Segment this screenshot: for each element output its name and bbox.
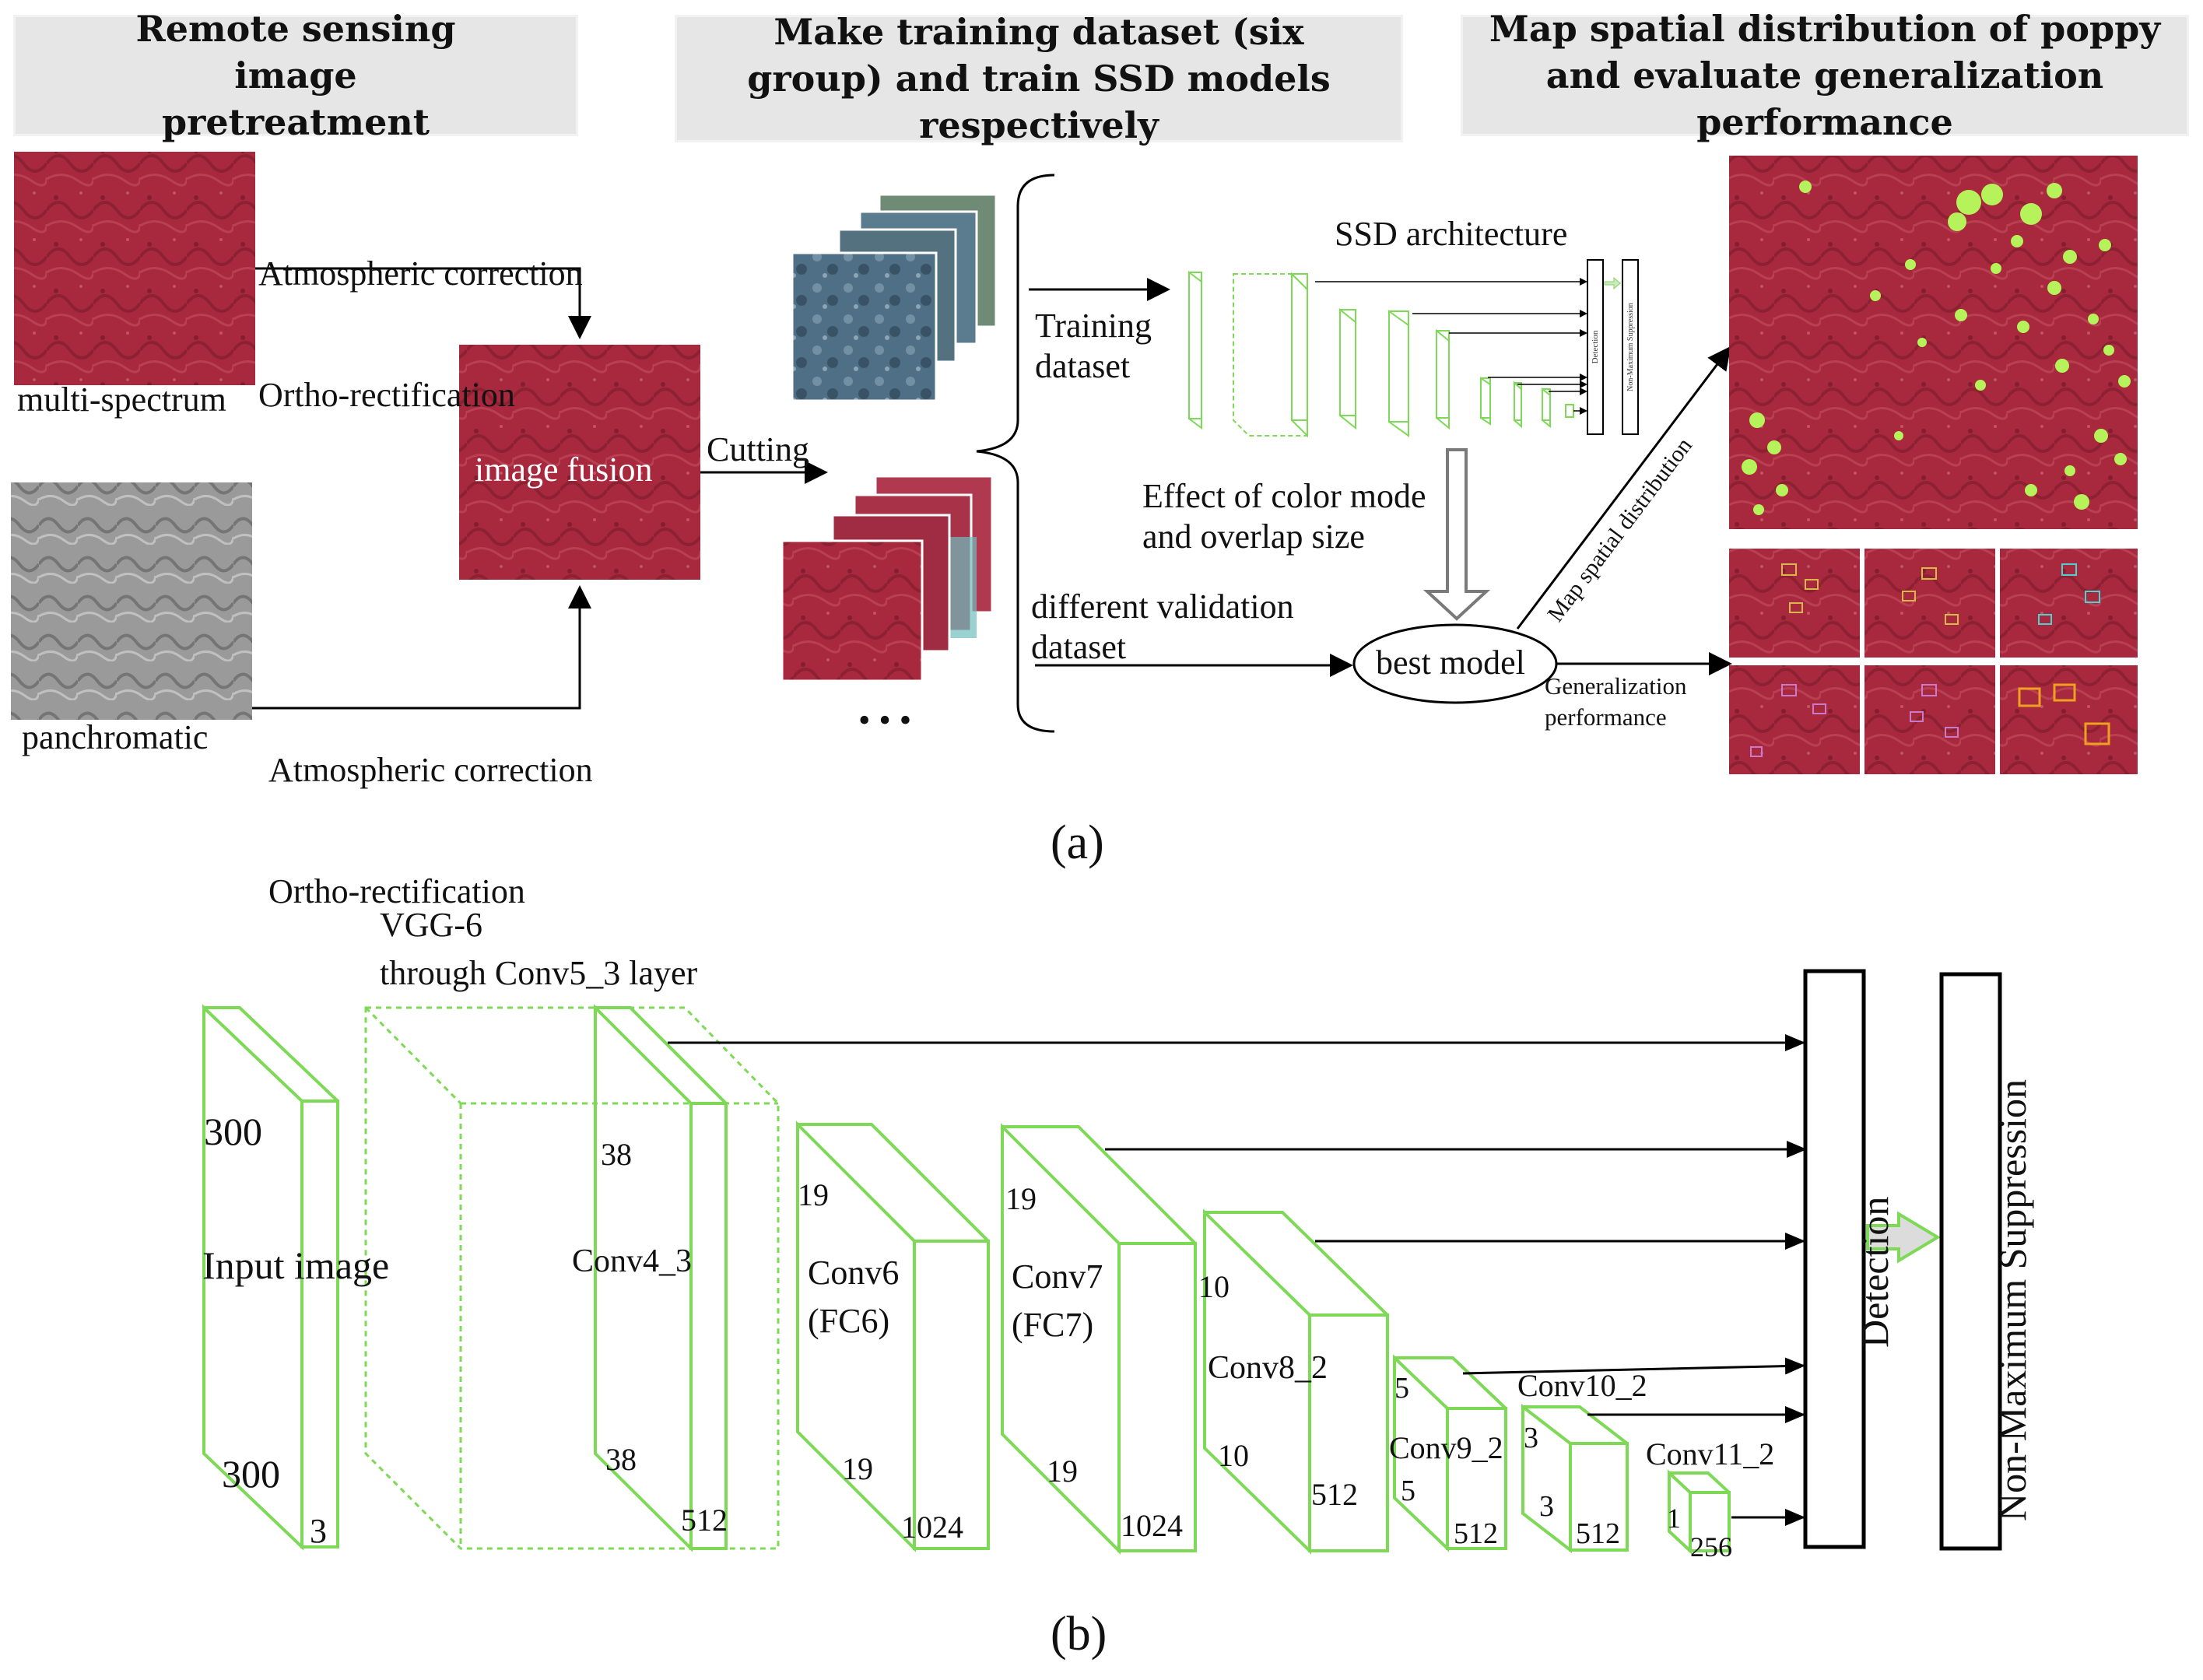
- detection-label: Detection: [1853, 1196, 1896, 1348]
- conv9-2-label: Conv9_2: [1389, 1430, 1503, 1465]
- input-c: 3: [310, 1512, 327, 1550]
- mini-ssd-arrows: [1315, 278, 1587, 415]
- bottom-correction-label: Atmospheric correction Ortho-rectificati…: [268, 751, 593, 910]
- layer-conv11-2: [1668, 1469, 1731, 1555]
- conv4-3-label: Conv4_3: [572, 1243, 693, 1279]
- conv11-2-label: Conv11_2: [1646, 1436, 1775, 1471]
- validation-label: different validation dataset: [1031, 587, 1294, 666]
- connector-bottom: [252, 585, 591, 710]
- conv10-2-c: 512: [1576, 1517, 1620, 1550]
- panchromatic-label: panchromatic: [22, 718, 209, 756]
- effect-label: Effect of color mode and overlap size: [1142, 477, 1426, 556]
- poppy-map-image: [1729, 156, 2138, 529]
- mini-nms-box: [1622, 259, 1639, 435]
- layer-conv10-2: [1521, 1403, 1629, 1554]
- validation-tiles-stack: [781, 475, 994, 682]
- ellipsis-label: • • •: [858, 701, 912, 739]
- svg-text:Non-Maximum Suppression: Non-Maximum Suppression: [1626, 303, 1635, 391]
- best-model-label: best model: [1376, 644, 1525, 682]
- conv9-2-w: 5: [1401, 1475, 1415, 1507]
- training-tiles-stack: [791, 193, 998, 402]
- mini-green-arrow: [1604, 276, 1621, 290]
- nms-label: Non-Maximum Suppression: [1991, 1078, 2034, 1521]
- ssd-architecture-label: SSD architecture: [1335, 215, 1568, 253]
- image-fusion-label: image fusion: [475, 451, 653, 489]
- header-pretreatment: Remote sensing image pretreatment: [16, 8, 576, 143]
- input-w: 300: [222, 1452, 280, 1496]
- training-dataset-label: Training dataset: [1035, 307, 1152, 385]
- generalization-grid: [1729, 549, 2138, 774]
- panel-b-graphics: [202, 969, 2002, 1555]
- layer-conv8-2: [1203, 1208, 1389, 1555]
- conv8-2-label: Conv8_2: [1208, 1350, 1328, 1386]
- nms-box: [1939, 972, 2002, 1551]
- conv9-2-c: 512: [1454, 1517, 1498, 1550]
- svg-text:Detection: Detection: [1591, 330, 1600, 363]
- header-training: Make training dataset (six group) and tr…: [677, 11, 1401, 146]
- conv6-c: 1024: [901, 1510, 963, 1545]
- hollow-down-arrow: [1422, 448, 1491, 621]
- conv6-h: 19: [798, 1177, 829, 1212]
- layer-conv9-2: [1393, 1354, 1507, 1552]
- image-fusion-image: [459, 345, 700, 580]
- detection-box: [1803, 969, 1866, 1549]
- layer-conv4-3: [594, 1004, 728, 1552]
- conv4-3-h: 38: [601, 1137, 632, 1172]
- conv11-2-h: 1: [1667, 1503, 1681, 1534]
- conv6-w: 19: [842, 1451, 873, 1486]
- input-h: 300: [204, 1110, 262, 1153]
- conv8-2-w: 10: [1218, 1438, 1249, 1473]
- mini-detection-box: [1587, 259, 1604, 435]
- panel-a-graphics: Detection Non-Maximum Suppression: [11, 152, 2138, 774]
- conv7-c: 1024: [1121, 1508, 1183, 1543]
- conv4-3-w: 38: [605, 1442, 637, 1477]
- conv11-2-c: 256: [1690, 1531, 1732, 1563]
- conv4-3-c: 512: [681, 1503, 728, 1538]
- conv6-label: Conv6 (FC6): [808, 1254, 900, 1340]
- conv7-label: Conv7 (FC7): [1012, 1257, 1103, 1344]
- poppy-detections: [1742, 181, 2131, 515]
- layer-conv6: [796, 1121, 990, 1552]
- connector-top: [255, 267, 591, 339]
- conv10-2-label: Conv10_2: [1517, 1368, 1647, 1403]
- mini-ssd-architecture: [1188, 271, 1574, 438]
- nms-green-arrow: [1866, 1211, 1941, 1264]
- conv9-2-h: 5: [1394, 1372, 1409, 1405]
- generalization-label: Generalization performance: [1545, 672, 1687, 731]
- conv7-h: 19: [1005, 1181, 1037, 1216]
- conv8-2-h: 10: [1198, 1269, 1230, 1304]
- panchromatic-image: [11, 482, 252, 720]
- top-correction-label: Atmospheric correction Ortho-rectificati…: [258, 254, 583, 414]
- layer-conv7: [1001, 1123, 1197, 1555]
- layer-input: [202, 1004, 339, 1551]
- caption-a: (a): [1051, 816, 1104, 869]
- cutting-label: Cutting: [707, 430, 810, 468]
- conv10-2-w: 3: [1539, 1490, 1554, 1523]
- map-arrow: [1516, 345, 1731, 630]
- multi-spectrum-label: multi-spectrum: [17, 381, 226, 419]
- multi-spectrum-image: [14, 152, 255, 385]
- detection-arrows: [668, 1034, 1807, 1526]
- input-label: Input image: [202, 1243, 390, 1287]
- conv7-w: 19: [1047, 1454, 1078, 1489]
- header-mapping: Map spatial distribution of poppy and ev…: [1463, 8, 2187, 143]
- conv8-2-c: 512: [1311, 1477, 1358, 1512]
- vgg-label: VGG-6 through Conv5_3 layer: [380, 906, 698, 992]
- curly-brace: [976, 174, 1055, 733]
- caption-b: (b): [1051, 1608, 1107, 1661]
- conv10-2-h: 3: [1524, 1422, 1538, 1454]
